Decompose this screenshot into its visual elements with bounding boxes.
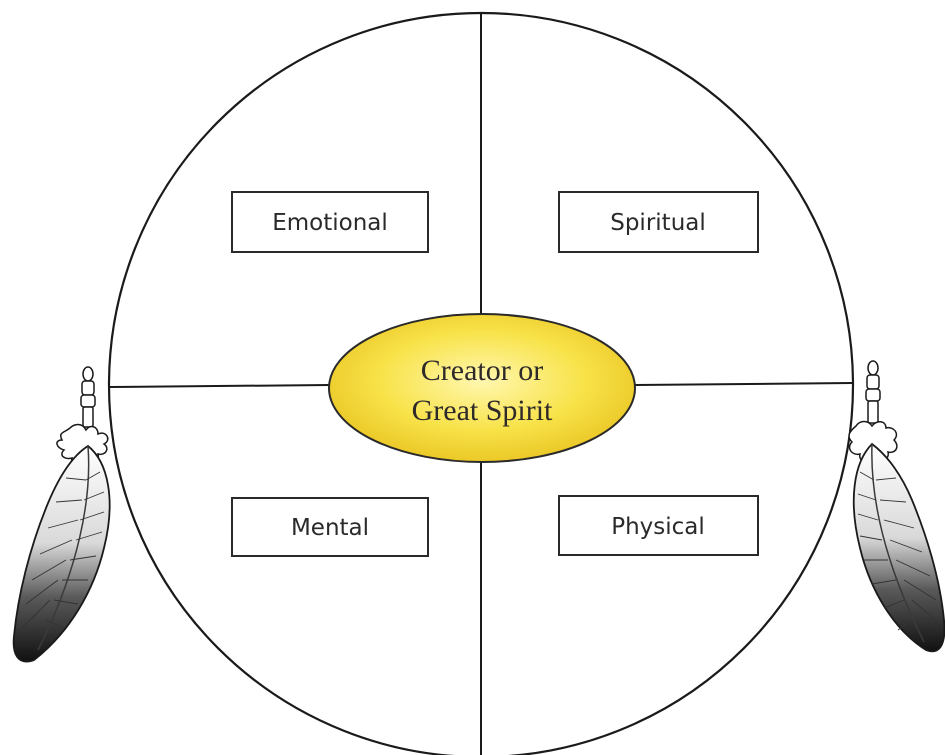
center-label-line2: Great Spirit (412, 394, 553, 427)
right-feather-fluff (848, 420, 898, 463)
center-label-line1: Creator or (421, 354, 543, 387)
quadrant-label: Spiritual (610, 210, 706, 236)
quadrant-box (231, 497, 429, 557)
left-feather-barbs (21, 471, 105, 629)
quadrant-physical: Physical (558, 495, 759, 556)
quadrant-spiritual: Spiritual (558, 191, 759, 253)
horizontal-divider-left (108, 384, 331, 388)
quadrant-label: Physical (611, 514, 705, 540)
right-feather-shaft (871, 443, 925, 643)
quadrant-box (558, 495, 759, 556)
left-feather-beads (80, 366, 96, 428)
quadrant-mental: Mental (231, 497, 429, 557)
center-node: Creator or Great Spirit (328, 313, 636, 463)
right-feather-vane (852, 442, 945, 653)
left-feather-vane (12, 444, 111, 663)
quadrant-emotional: Emotional (231, 191, 429, 253)
quadrant-box (558, 191, 759, 253)
right-feather-illustration (848, 360, 945, 653)
left-feather-shaft (37, 445, 90, 651)
right-feather-beads (865, 360, 881, 424)
quadrant-label: Emotional (272, 210, 388, 236)
center-ellipse (328, 313, 636, 463)
quadrant-box (231, 191, 429, 253)
horizontal-divider-right (633, 382, 854, 386)
left-feather-illustration (12, 366, 111, 663)
quadrant-label: Mental (291, 515, 369, 541)
right-feather-barbs (857, 471, 941, 631)
